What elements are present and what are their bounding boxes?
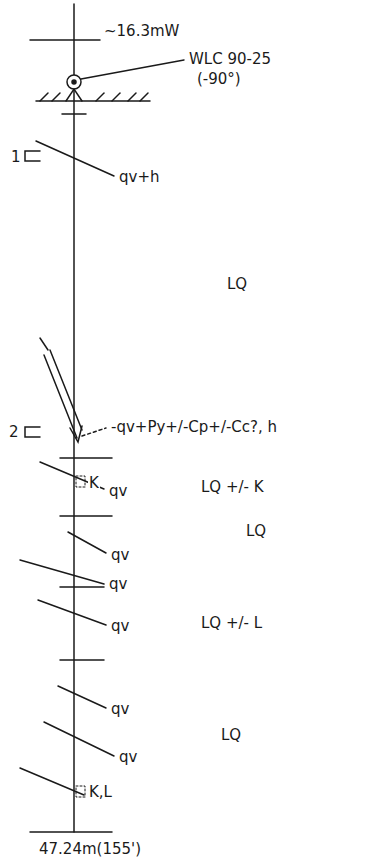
sample-note: qv bbox=[108, 575, 128, 593]
callout-number: 2 bbox=[8, 423, 20, 441]
sample-note: qv bbox=[110, 546, 130, 564]
dip-note: (-90°) bbox=[196, 70, 242, 88]
depth-dimension: 47.24m(155') bbox=[38, 840, 142, 858]
zone-label: LQ +/- L bbox=[200, 614, 263, 632]
zone-mark: K bbox=[88, 474, 100, 492]
azimuth-note: ~16.3mW bbox=[103, 22, 180, 40]
callout-number: 1 bbox=[10, 148, 22, 166]
sample-note: -qv+Py+/-Cp+/-Cc?, h bbox=[110, 418, 278, 436]
sample-note: qv bbox=[118, 748, 138, 766]
hole-id: WLC 90-25 bbox=[188, 50, 272, 68]
sample-note: qv bbox=[108, 482, 128, 500]
zone-mark: K,L bbox=[88, 783, 113, 801]
zone-label: LQ bbox=[220, 726, 242, 744]
zone-label: LQ +/- K bbox=[200, 478, 265, 496]
zone-label: LQ bbox=[245, 522, 267, 540]
sample-note: qv bbox=[110, 617, 130, 635]
sample-note: qv bbox=[110, 700, 130, 718]
sample-note: qv+h bbox=[118, 168, 160, 186]
zone-label: LQ bbox=[226, 275, 248, 293]
